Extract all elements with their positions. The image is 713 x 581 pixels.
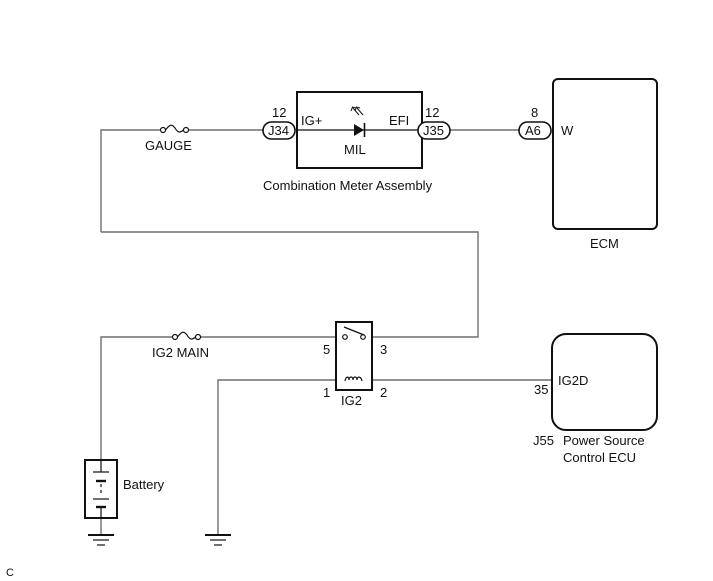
connector-j34-id: J34 (268, 123, 289, 138)
connector-j34: J34 (262, 121, 296, 140)
ig2d-pin-number: 35 (534, 382, 548, 397)
wire-battery-to-ig2main (100, 336, 172, 460)
relay-pin-2: 2 (380, 385, 387, 400)
ig2-main-fuse-icon (171, 331, 202, 341)
connector-a6-pin: 8 (531, 105, 538, 120)
power-source-ecu-connector: J55 (533, 433, 554, 448)
relay-coil-icon (344, 376, 363, 382)
connector-a6: A6 (518, 121, 552, 140)
mil-label: MIL (344, 142, 366, 157)
power-source-ecu-title-line1: Power Source (563, 433, 645, 448)
meter-pin-efi-label: EFI (389, 113, 409, 128)
connector-a6-id: A6 (525, 123, 541, 138)
battery-icon (93, 460, 109, 518)
ecm-box (552, 78, 658, 230)
gauge-fuse-icon (159, 124, 190, 134)
power-source-ecu-box (551, 333, 658, 431)
ig2d-pin-label: IG2D (558, 373, 588, 388)
relay-ground-icon (205, 534, 231, 546)
meter-pin-ig-plus-label: IG+ (301, 113, 322, 128)
connector-j35-pin: 12 (425, 105, 439, 120)
battery-ground-icon (88, 534, 114, 546)
wire-ground-to-relay-1 (217, 379, 336, 535)
wire-gauge-to-j34 (100, 129, 160, 232)
connector-j35: J35 (417, 121, 451, 140)
combination-meter-title: Combination Meter Assembly (263, 178, 433, 193)
figure-code: C (6, 567, 14, 579)
relay-pin-1: 1 (323, 385, 330, 400)
relay-pin-3: 3 (380, 342, 387, 357)
ecm-pin-w-label: W (561, 123, 574, 138)
power-source-ecu-title-line2: Control ECU (563, 450, 636, 465)
ecm-title: ECM (590, 236, 619, 251)
relay-switch-icon (342, 326, 366, 340)
ig2-main-fuse-label: IG2 MAIN (152, 345, 209, 360)
mil-led-icon (350, 106, 366, 137)
battery-label: Battery (123, 477, 165, 492)
connector-j35-id: J35 (423, 123, 444, 138)
relay-label: IG2 (341, 393, 362, 408)
ig2-relay-box (335, 321, 373, 391)
connector-j34-pin: 12 (272, 105, 286, 120)
wire-loop-to-relay-3 (101, 231, 479, 338)
relay-pin-5: 5 (323, 342, 330, 357)
gauge-fuse-label: GAUGE (145, 138, 192, 153)
